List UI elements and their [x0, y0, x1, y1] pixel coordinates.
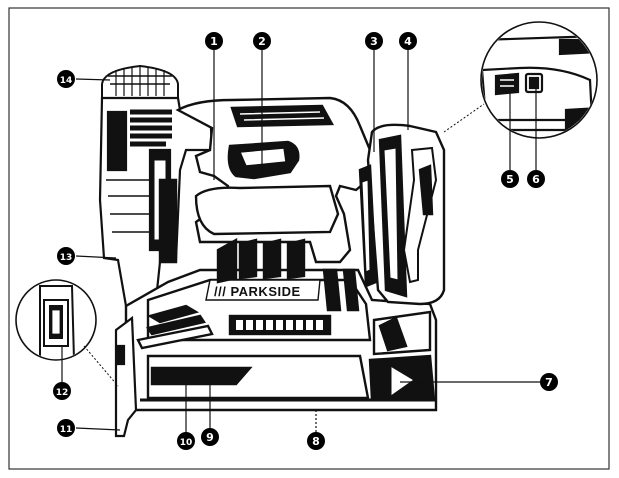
- callout-13-label: 13: [60, 253, 73, 263]
- callout-10-label: 10: [180, 438, 193, 448]
- brand-label: /// PARKSIDE: [214, 284, 301, 299]
- callout-14-label: 14: [60, 76, 73, 86]
- callout-11-label: 11: [60, 425, 73, 435]
- callout-12: 12: [53, 382, 71, 400]
- callout-2-label: 2: [258, 35, 266, 48]
- callout-8: 8: [307, 432, 325, 450]
- battery-detail-zoom: [444, 22, 600, 138]
- callout-9: 9: [201, 428, 219, 446]
- callout-5-label: 5: [506, 173, 514, 186]
- callout-9-label: 9: [206, 431, 214, 444]
- callout-4-label: 4: [404, 35, 412, 48]
- callout-1-label: 1: [210, 35, 218, 48]
- battery-pack: [360, 125, 444, 304]
- callout-4: 4: [399, 32, 417, 50]
- callout-6: 6: [527, 170, 545, 188]
- callout-6-label: 6: [532, 173, 540, 186]
- callout-12-label: 12: [56, 388, 69, 398]
- callout-8-label: 8: [312, 435, 320, 448]
- callout-14: 14: [57, 70, 75, 88]
- callout-13: 13: [57, 247, 75, 265]
- callout-3: 3: [365, 32, 383, 50]
- callout-3-label: 3: [370, 35, 378, 48]
- callout-11: 11: [57, 419, 75, 437]
- callout-1: 1: [205, 32, 223, 50]
- callout-2: 2: [253, 32, 271, 50]
- callout-7-label: 7: [545, 376, 553, 389]
- callout-7: 7: [540, 373, 558, 391]
- nose-tip: [116, 318, 136, 436]
- depth-knob: [102, 66, 178, 98]
- nose-detail-zoom: [16, 280, 118, 386]
- callout-10: 10: [177, 432, 195, 450]
- callout-5: 5: [501, 170, 519, 188]
